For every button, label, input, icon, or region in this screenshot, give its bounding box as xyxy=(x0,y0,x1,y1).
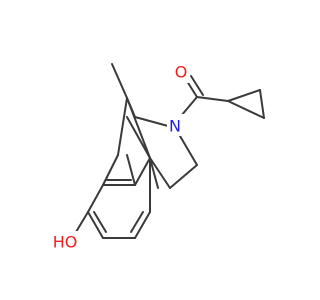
bond-ch2-quat xyxy=(149,157,171,189)
bond-n-carbonyl xyxy=(180,96,198,117)
bond-ch2-bridge-a xyxy=(126,154,136,186)
bond-cp-1 xyxy=(227,89,261,102)
atom-oh: HO xyxy=(52,231,78,253)
atom-o-carbonyl: O xyxy=(173,61,190,83)
bond-ch2-ch2 xyxy=(169,164,198,189)
bond-quat-bridge xyxy=(126,116,151,159)
bond-ring-6-inner xyxy=(130,211,144,233)
bond-ring-4-inner xyxy=(93,211,107,233)
bond-cp-3 xyxy=(227,100,265,119)
atom-oh-background xyxy=(52,231,78,253)
bond-carbonyl-cp xyxy=(196,96,229,102)
bicyclic-skeleton xyxy=(102,63,198,189)
bond-ch2-bridge-b xyxy=(102,154,119,186)
bond-n-ch2 xyxy=(179,135,198,166)
bond-c1-bridge xyxy=(126,97,136,118)
atom-o-background xyxy=(173,61,190,83)
bond-bridge-top xyxy=(117,97,128,156)
bond-ring-3 xyxy=(87,184,104,213)
carbonyl-oxygen-label: O xyxy=(175,63,188,82)
bond-cp-2 xyxy=(259,89,265,119)
atom-n-background xyxy=(167,114,184,136)
bond-ring-6 xyxy=(134,211,151,239)
nitrogen-label: N xyxy=(169,117,181,136)
bond-ring-4 xyxy=(87,211,104,239)
molecule-structure: N O HO xyxy=(52,61,265,253)
benzene-ring xyxy=(87,157,151,239)
bond-quat-methyl xyxy=(149,157,159,189)
bond-c1-n xyxy=(134,116,169,127)
cyclopropanecarbonyl xyxy=(180,75,265,119)
bond-ring-1 xyxy=(134,157,151,186)
bond-carbonyl-o-2 xyxy=(190,75,204,96)
hydroxyl-label: HO xyxy=(53,233,78,252)
atom-n: N xyxy=(167,114,184,136)
bond-ring-oh xyxy=(75,211,89,233)
bond-c9-methyl xyxy=(111,63,128,99)
